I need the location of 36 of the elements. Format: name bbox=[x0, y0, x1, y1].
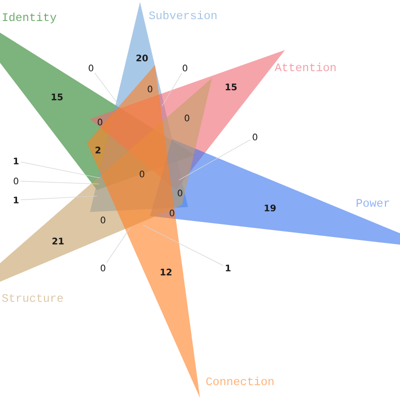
count-label: 0 bbox=[148, 86, 152, 92]
count-label: 2 bbox=[96, 146, 100, 154]
count-label: 0 bbox=[14, 178, 18, 184]
count-label: 0 bbox=[170, 210, 174, 216]
set-label: Attention bbox=[274, 62, 336, 72]
leader-line bbox=[20, 196, 98, 200]
count-label: 0 bbox=[184, 114, 190, 122]
leader-line bbox=[162, 72, 182, 106]
set-label: Connection bbox=[206, 376, 274, 386]
leader-line bbox=[20, 162, 100, 178]
count-label: 0 bbox=[100, 264, 106, 272]
leader-line bbox=[94, 72, 118, 104]
count-label: 0 bbox=[182, 64, 188, 72]
count-label: 19 bbox=[264, 204, 276, 212]
count-label: 1 bbox=[14, 158, 18, 164]
count-label: 21 bbox=[52, 238, 64, 244]
set-label: Structure bbox=[2, 294, 63, 302]
count-label: 0 bbox=[178, 190, 182, 196]
leader-line bbox=[142, 224, 224, 266]
count-label: 1 bbox=[14, 196, 18, 204]
count-label: 0 bbox=[98, 118, 102, 126]
set-label: Subversion bbox=[149, 10, 216, 20]
count-label: 0 bbox=[252, 134, 258, 140]
count-label: 0 bbox=[88, 64, 94, 72]
set-label: Identity bbox=[2, 12, 56, 24]
count-label: 0 bbox=[140, 170, 144, 178]
count-label: 0 bbox=[100, 216, 106, 224]
leader-line bbox=[20, 180, 100, 184]
set-label: Power bbox=[356, 199, 390, 207]
count-label: 15 bbox=[52, 94, 63, 100]
count-label: 12 bbox=[160, 268, 172, 276]
count-label: 1 bbox=[226, 264, 230, 272]
count-label: 15 bbox=[226, 84, 237, 90]
leader-line bbox=[106, 228, 130, 264]
leader-line bbox=[178, 139, 251, 180]
count-label: 20 bbox=[136, 54, 148, 62]
